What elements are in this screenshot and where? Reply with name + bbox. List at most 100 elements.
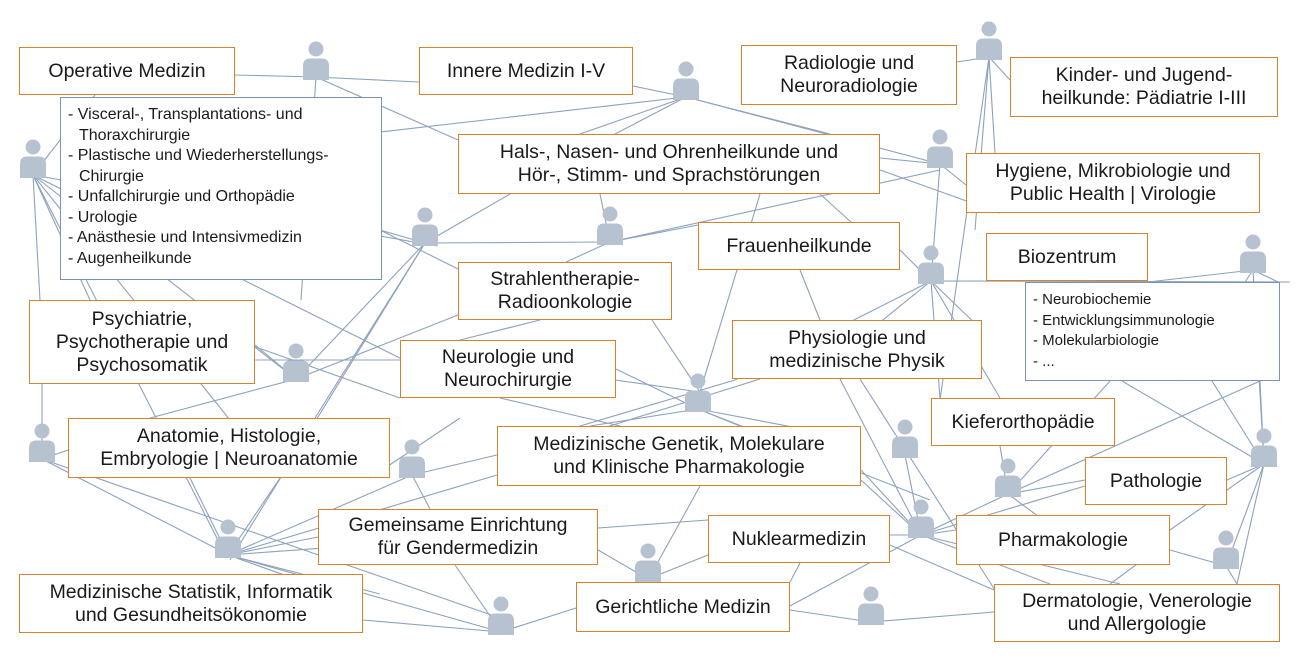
person-silhouette-icon <box>976 21 1002 60</box>
dept-kinder-jugendheilkunde: Kinder- und Jugend- heilkunde: Pädiatrie… <box>1010 57 1278 117</box>
dept-psychiatrie: Psychiatrie, Psychotherapie und Psychoso… <box>29 300 255 384</box>
biozentrum-sublist-item: Entwicklungsimmunologie <box>1033 311 1273 332</box>
operative-sublist-item: Augenheilkunde <box>68 249 375 270</box>
dept-neurologie: Neurologie und Neurochirurgie <box>400 340 616 398</box>
dept-radiologie: Radiologie und Neuroradiologie <box>741 45 957 105</box>
connector-line <box>411 474 431 510</box>
dept-genetik: Medizinische Genetik, Molekulare und Kli… <box>497 426 861 486</box>
connector-line <box>41 458 501 619</box>
biozentrum-sublist-item: ... <box>1033 352 1273 373</box>
operative-sublist-item: Plastische und Wiederherstellungs-Chirur… <box>68 146 375 187</box>
connector-line <box>379 96 687 133</box>
dept-anatomie: Anatomie, Histologie, Embryologie | Neur… <box>68 418 390 478</box>
connector-line <box>379 229 461 271</box>
connector-line <box>295 314 459 380</box>
person-silhouette-icon <box>20 139 46 178</box>
connector-line <box>249 344 401 399</box>
person-silhouette-icon <box>412 207 438 246</box>
dept-nuklearmedizin: Nuklearmedizin <box>708 515 890 563</box>
connector-line <box>930 280 1291 283</box>
dept-statistik: Medizinische Statistik, Informatik und G… <box>19 574 363 633</box>
connector-line <box>596 378 761 431</box>
person-silhouette-icon <box>908 499 934 538</box>
connector-line <box>1121 380 1265 465</box>
person-silhouette-icon <box>892 419 918 458</box>
connector-line <box>315 76 420 83</box>
person-silhouette-icon <box>927 129 953 168</box>
connector-line <box>789 562 801 583</box>
connector-line <box>988 56 996 154</box>
connector-line <box>565 241 611 263</box>
connector-line <box>799 269 821 321</box>
connector-line <box>1225 565 1238 585</box>
connector-line <box>149 378 297 419</box>
connector-line <box>229 242 426 561</box>
connector-line <box>227 554 502 633</box>
person-silhouette-icon <box>858 586 884 625</box>
connector-line <box>295 242 426 380</box>
dept-hygiene: Hygiene, Mikrobiologie und Public Health… <box>966 153 1260 213</box>
dept-biozentrum: Biozentrum <box>986 233 1148 281</box>
connector-line <box>579 96 687 135</box>
connector-line <box>685 96 941 165</box>
person-silhouette-icon <box>918 245 944 284</box>
connector-line <box>789 609 872 623</box>
person-silhouette-icon <box>303 41 329 80</box>
dept-operative-medizin: Operative Medizin <box>19 47 235 95</box>
connector-line <box>920 485 1086 536</box>
connector-line <box>589 408 699 427</box>
connector-line <box>920 493 1009 536</box>
connector-line <box>459 319 541 341</box>
dept-dermatologie: Dermatologie, Venerologie und Allergolog… <box>994 584 1280 642</box>
connector-line <box>315 76 459 141</box>
connector-line <box>579 379 736 427</box>
dept-frauenheilkunde: Frauenheilkunde <box>698 222 900 270</box>
operative-sublist-item: Anästhesie und Intensivmedizin <box>68 228 375 249</box>
dept-pathologie: Pathologie <box>1085 457 1227 505</box>
connector-line <box>889 544 995 591</box>
connector-line <box>1007 380 1261 495</box>
dept-innere-medizin: Innere Medizin I-V <box>419 47 633 95</box>
connector-line <box>930 163 941 282</box>
person-silhouette-icon <box>215 519 241 558</box>
connector-line <box>424 193 511 244</box>
person-silhouette-icon <box>1251 428 1277 467</box>
person-silhouette-icon <box>29 423 55 462</box>
dept-hno: Hals-, Nasen- und Ohrenheilkunde und Hör… <box>458 134 880 194</box>
person-silhouette-icon <box>635 543 661 582</box>
connector-line <box>411 454 498 476</box>
connector-line <box>499 397 621 427</box>
person-silhouette-icon <box>488 596 514 635</box>
connector-line <box>1236 463 1265 585</box>
person-silhouette-icon <box>995 458 1021 497</box>
person-silhouette-icon <box>673 61 699 100</box>
connector-line <box>988 56 1011 81</box>
biozentrum-sublist-item: Neurobiochemie <box>1033 290 1273 311</box>
operative-sublist-item: Urologie <box>68 208 375 229</box>
person-silhouette-icon <box>1240 234 1266 273</box>
person-silhouette-icon <box>399 439 425 478</box>
dept-gendermedizin: Gemeinsame Einrichtung für Gendermedizin <box>318 509 598 565</box>
operative-sublist-item: Visceral-, Transplantations- und Thoraxc… <box>68 105 375 146</box>
person-silhouette-icon <box>1213 530 1239 569</box>
biozentrum-sublist: NeurobiochemieEntwicklungsimmunologieMol… <box>1025 282 1280 381</box>
dept-physiologie: Physiologie und medizinische Physik <box>732 320 982 379</box>
person-silhouette-icon <box>685 373 711 412</box>
biozentrum-sublist-item: Molekularbiologie <box>1033 331 1273 352</box>
connector-line <box>609 169 941 243</box>
connector-line <box>839 378 922 536</box>
dept-kieferorthopaedie: Kieferorthopädie <box>931 398 1115 446</box>
connector-line <box>1147 269 1254 283</box>
person-silhouette-icon <box>283 343 309 382</box>
connector-line <box>614 379 701 393</box>
connector-line <box>362 619 502 633</box>
dept-pharmakologie: Pharmakologie <box>956 515 1170 565</box>
connector-line <box>789 534 922 607</box>
dept-strahlentherapie: Strahlentherapie- Radioonkologie <box>458 262 672 320</box>
connector-line <box>32 174 41 301</box>
connector-line <box>234 74 317 78</box>
connector-line <box>870 611 995 623</box>
operative-sublist-item: Unfallchirurgie und Orthopädie <box>68 187 375 208</box>
operative-medizin-sublist: Visceral-, Transplantations- und Thoraxc… <box>60 97 382 280</box>
